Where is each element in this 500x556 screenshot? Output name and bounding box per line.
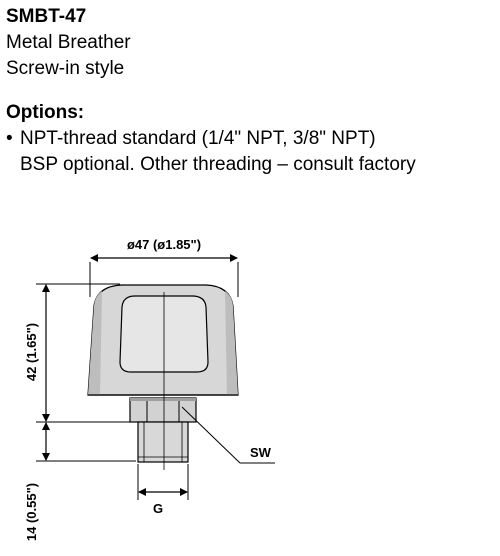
description-line-2: Screw-in style <box>6 58 125 79</box>
breather-body <box>87 284 239 470</box>
thread-length-dimension: 14 (0.55") <box>24 422 136 541</box>
options-item-1-continuation: BSP optional. Other threading – consult … <box>20 154 416 175</box>
diameter-label: ø47 (ø1.85") <box>127 237 201 252</box>
height-dimension: 42 (1.65") <box>24 283 132 423</box>
options-item-1-text: NPT-thread standard (1/4" NPT, 3/8" NPT) <box>20 128 376 149</box>
wrench-size-callout: SW <box>181 406 275 464</box>
thread-label: G <box>153 501 163 516</box>
thread-dimension: G <box>137 464 189 516</box>
height-label: 42 (1.65") <box>24 323 39 381</box>
spec-text-block: SMBT-47 Metal Breather Screw-in style Op… <box>6 4 496 178</box>
description-line-1: Metal Breather <box>6 32 131 53</box>
options-item-1: • NPT-thread standard (1/4" NPT, 3/8" NP… <box>6 126 496 152</box>
model-name: SMBT-47 <box>6 6 87 27</box>
options-heading: Options: <box>6 102 85 123</box>
hex-nut <box>129 397 197 423</box>
diameter-dimension: ø47 (ø1.85") <box>89 237 239 297</box>
bullet-icon: • <box>6 128 13 149</box>
thread-length-label: 14 (0.55") <box>24 483 39 541</box>
threaded-stem <box>137 421 189 463</box>
wrench-label: SW <box>250 445 272 460</box>
